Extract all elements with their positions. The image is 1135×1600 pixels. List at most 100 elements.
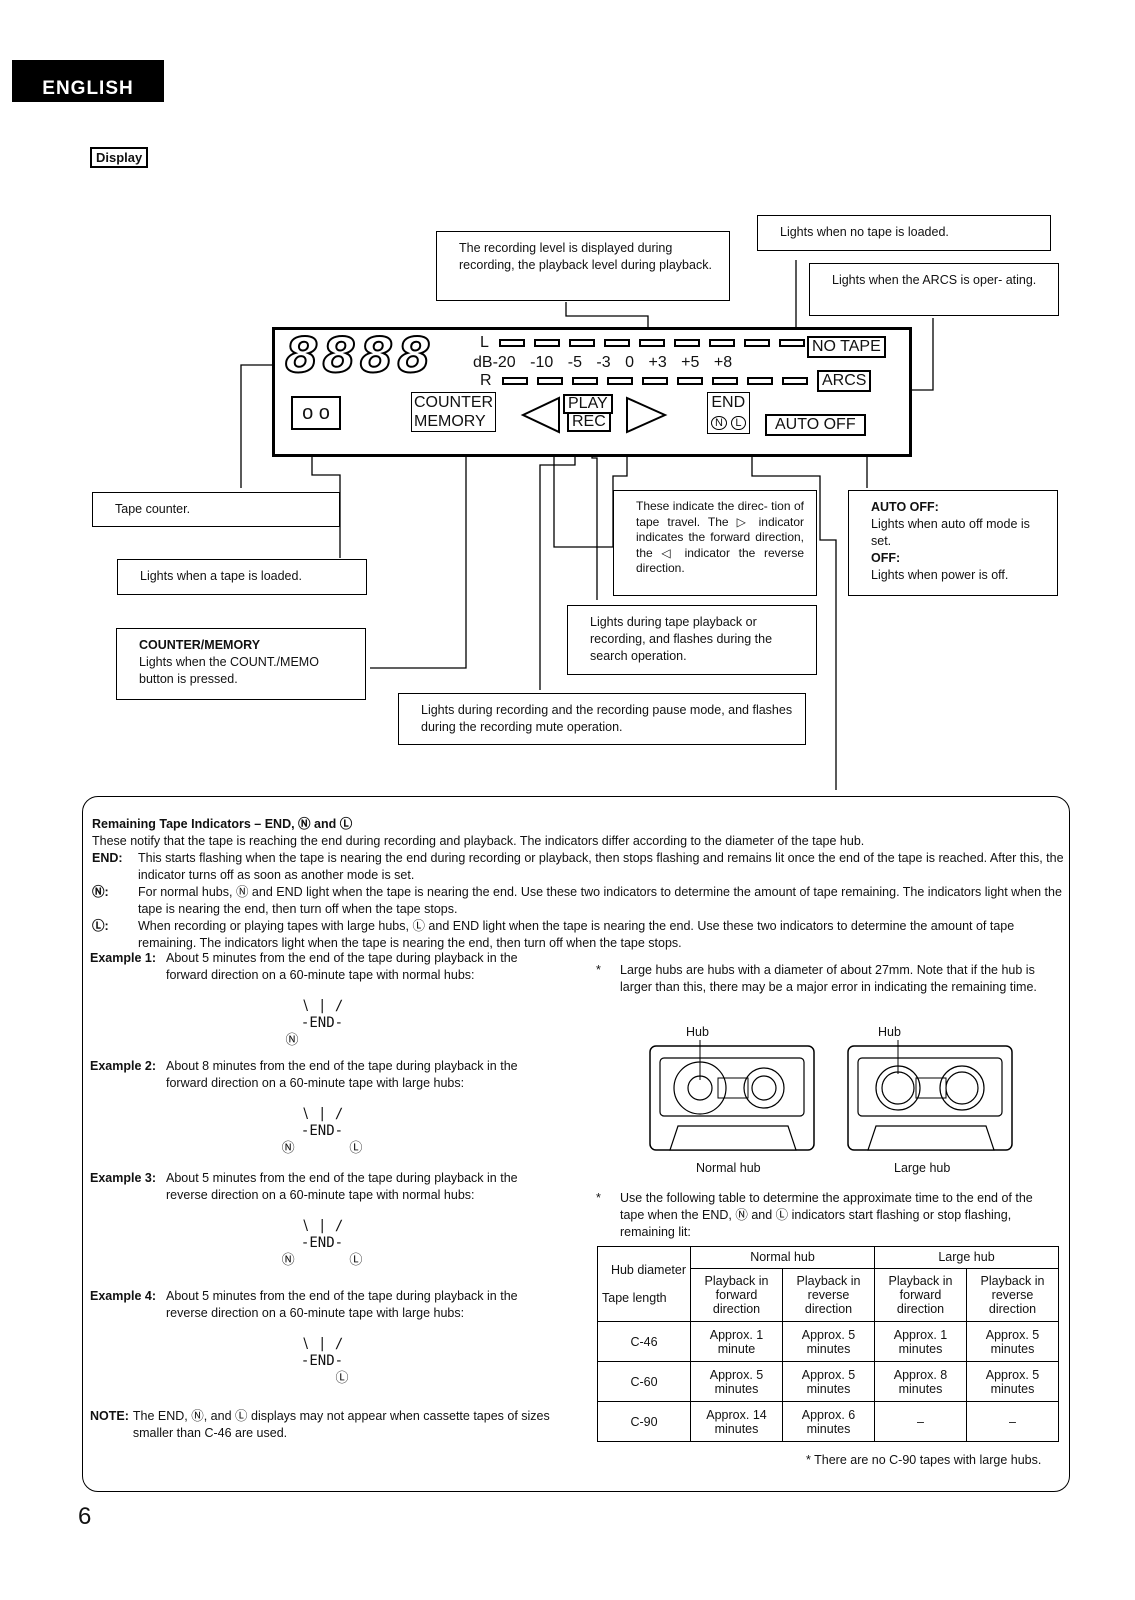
end-def-text: This starts flashing when the tape is ne… [138,851,1064,882]
meter-row-left: L [480,334,814,352]
meter-scale-db: dB [473,354,493,371]
l-def-text: When recording or playing tapes with lar… [138,919,1015,950]
remaining-time-table: Hub diameter Tape length Normal hub Larg… [597,1246,1059,1442]
table-row: C-46 Approx. 1 minute Approx. 5 minutes … [597,1321,1059,1362]
auto-off-indicator: AUTO OFF [765,414,866,436]
end-word: END [309,1123,335,1139]
table-note-text: Use the following table to determine the… [620,1191,1033,1239]
off-title: OFF: [871,551,901,565]
example-label: Example 1: [90,951,157,965]
table-cell: Approx. 5 minutes [782,1361,875,1402]
note: NOTE: The END, Ⓝ, and Ⓛ displays may not… [90,1408,560,1442]
table-corner-cell: Hub diameter Tape length [597,1246,691,1322]
l-symbol: Ⓛ [349,1253,363,1268]
n-symbol: Ⓝ [281,1141,295,1156]
table-cell: Approx. 14 minutes [690,1401,783,1442]
forward-arrow-icon [626,396,668,434]
auto-off-text: Lights when auto off mode is set. [871,517,1030,548]
end-indicator-group: END N L [707,392,750,434]
example-1: Example 1: About 5 minutes from the end o… [90,950,554,1049]
hub-label-large: Hub [878,1025,901,1039]
table-cell: Approx. 5 minutes [690,1361,783,1402]
meter-row-right: R [480,372,817,390]
callout-tape-loaded: Lights when a tape is loaded. [117,559,367,595]
end-flash-icon: ∖ | ∕ -END- Ⓝ [90,998,554,1049]
callout-lines [240,260,934,790]
meter-right-label: R [480,372,492,389]
table-cell: Approx. 1 minutes [874,1321,967,1362]
tape-length-cell: C-46 [597,1321,691,1362]
direction-arrows [520,396,668,434]
example-label: Example 4: [90,1289,157,1303]
example-label: Example 2: [90,1059,157,1073]
no-tape-indicator: NO TAPE [807,336,886,358]
tape-loaded-icon: o o [291,396,341,430]
table-row: C-60 Approx. 5 minutes Approx. 5 minutes… [597,1361,1059,1402]
counter-memory-indicator: COUNTER MEMORY [411,392,497,432]
normal-hub-caption: Normal hub [696,1161,761,1175]
example-4: Example 4:About 5 minutes from the end o… [90,1288,554,1387]
meter-scale-tick: -3 [596,354,611,371]
meter-left-label: L [480,334,489,351]
table-cell: Approx. 5 minutes [966,1361,1059,1402]
end-indicator: END [711,394,746,411]
table-footnote: * There are no C-90 tapes with large hub… [806,1453,1042,1467]
language-tab: ENGLISH [12,60,164,102]
table-cell: Approx. 5 minutes [966,1321,1059,1362]
off-text: Lights when power is off. [871,568,1009,582]
counter-label: COUNTER [414,394,494,411]
table-cell: Approx. 8 minutes [874,1361,967,1402]
large-hub-note: * Large hubs are hubs with a diameter of… [596,962,1060,996]
end-def-label: END: [92,851,123,865]
note-star: * [596,1191,601,1205]
page-number: 6 [78,1503,92,1530]
callout-auto-off: AUTO OFF: Lights when auto off mode is s… [848,490,1058,596]
l-indicator: L [731,416,746,430]
memory-label: MEMORY [414,413,486,430]
table-cell: – [874,1401,967,1442]
meter-scale-tick: +8 [713,354,733,371]
remaining-title: Remaining Tape Indicators – END, Ⓝ and Ⓛ [92,817,353,831]
table-cell: Approx. 1 minute [690,1321,783,1362]
remaining-text-block: Remaining Tape Indicators – END, Ⓝ and Ⓛ… [92,816,1064,952]
reverse-arrow-icon [520,396,560,434]
example-2: Example 2: About 8 minutes from the end o… [90,1058,554,1157]
n-symbol: Ⓝ [281,1253,295,1268]
callout-direction: These indicate the direc- tion of tape t… [613,490,817,596]
end-word: END [309,1353,335,1369]
large-hub-header: Large hub [874,1246,1059,1269]
callout-arcs: Lights when the ARCS is oper- ating. [809,263,1059,316]
table-row: C-90 Approx. 14 minutes Approx. 6 minute… [597,1401,1059,1442]
end-flash-icon: ∖ | ∕ -END- Ⓝ Ⓛ [281,1106,363,1156]
callout-play: Lights during tape playback or recording… [567,605,817,675]
remaining-intro: These notify that the tape is reaching t… [92,834,865,848]
meter-scale-tick: -10 [530,354,554,371]
large-hub-note-text: Large hubs are hubs with a diameter of a… [620,963,1037,994]
meter-scale: dB-20 -10 -5 -3 0 +3 +5 +8 [473,354,732,372]
display-panel: 8888 o o L dB-20 -10 -5 -3 0 +3 +5 +8 R … [272,327,912,457]
l-symbol: Ⓛ [335,1371,349,1386]
n-indicator: N [711,416,727,430]
example-text: About 8 minutes from the end of the tape… [166,1059,518,1090]
example-text: About 5 minutes from the end of the tape… [166,951,518,982]
table-cell: Approx. 5 minutes [782,1321,875,1362]
note-label: NOTE: [90,1409,129,1423]
large-hub-caption: Large hub [894,1161,951,1175]
normal-hub-header: Normal hub [690,1246,875,1269]
end-flash-icon: ∖ | ∕ -END- Ⓛ [90,1336,554,1387]
end-flash-icon: ∖ | ∕ -END- Ⓝ Ⓛ [281,1218,363,1268]
counter-memory-text: Lights when the COUNT./MEMO button is pr… [139,655,319,686]
normal-hub-cassette-icon [649,1040,815,1151]
auto-off-title: AUTO OFF: [871,500,939,514]
note-text: The END, Ⓝ, and Ⓛ displays may not appea… [132,1409,550,1440]
table-note: * Use the following table to determine t… [596,1190,1060,1241]
end-word: END [309,1235,335,1251]
l-symbol: Ⓛ [349,1141,363,1156]
n-def-text: For normal hubs, Ⓝ and END light when th… [138,885,1062,916]
table-cell: – [966,1401,1059,1442]
remaining-tape-section [82,796,1070,1492]
counter-digits: 8888 [284,327,435,385]
example-text: About 5 minutes from the end of the tape… [166,1171,518,1202]
n-def-label: Ⓝ: [92,885,109,899]
callout-rec: Lights during recording and the recordin… [398,693,806,745]
